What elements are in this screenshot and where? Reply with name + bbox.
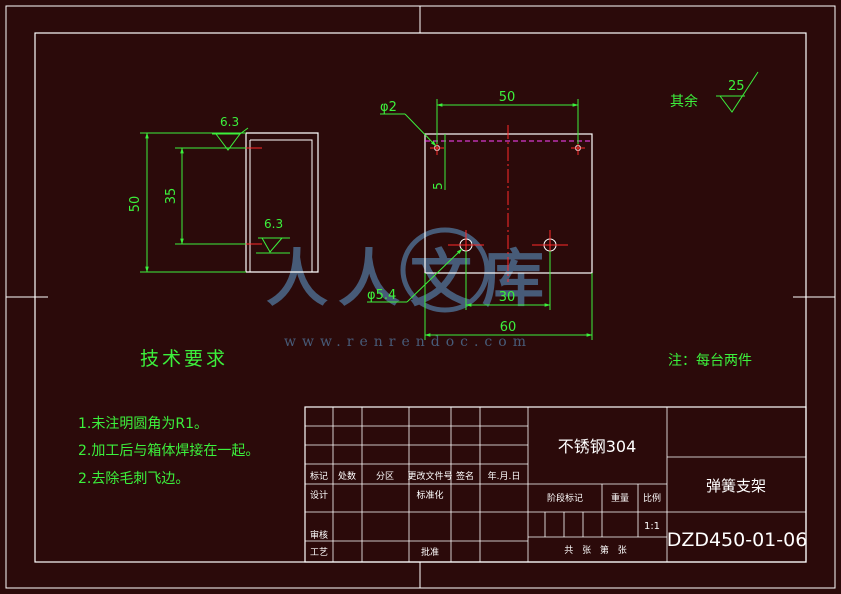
standardization-label: 标准化 — [416, 489, 443, 501]
revision-header-date: 年.月.日 — [488, 470, 521, 482]
stage-label: 阶段标记 — [547, 492, 583, 504]
revision-header-doc: 更改文件号 — [407, 470, 452, 482]
revision-header-sign: 签名 — [456, 470, 474, 482]
sheet-label: 共 张 第 张 — [564, 544, 630, 556]
process-label: 工艺 — [310, 547, 328, 558]
tech-req-title: 技术要求 — [140, 348, 228, 370]
large-hole-label: φ5.4 — [367, 288, 396, 303]
designer-label: 设计 — [310, 489, 328, 501]
revision-header-mark: 标记 — [310, 470, 328, 482]
scale-value: 1:1 — [644, 521, 660, 532]
title-block-text: 标记 处数 分区 更改文件号 签名 年.月.日 设计 标准化 审核 工艺 批准 … — [310, 437, 807, 558]
watermark-url: www.renrendoc.com — [284, 334, 532, 350]
tech-req-item-2: 2.加工后与箱体焊接在一起。 — [78, 442, 259, 459]
tech-req-item-1: 1.未注明圆角为R1。 — [78, 416, 208, 432]
front-view: 50 5 φ2 φ5.4 30 60 — [367, 90, 593, 340]
reviewer-label: 审核 — [310, 529, 328, 541]
drawing-number: DZD450-01-06 — [667, 529, 808, 551]
technical-requirements: 技术要求 1.未注明圆角为R1。 2.加工后与箱体焊接在一起。 2.去除毛刺飞边… — [78, 348, 259, 487]
roughness-other-label: 其余 — [670, 93, 698, 110]
small-hole-label: φ2 — [380, 100, 397, 115]
approval-label: 批准 — [421, 546, 439, 558]
title-block — [304, 406, 807, 563]
weight-label: 重量 — [611, 492, 629, 504]
dim-top-width: 50 — [499, 90, 516, 105]
roughness-bottom: 6.3 — [264, 217, 283, 231]
roughness-other-value: 25 — [728, 79, 745, 94]
dim-hole-spacing: 30 — [499, 290, 516, 305]
revision-header-count: 处数 — [338, 470, 356, 482]
revision-header-zone: 分区 — [376, 471, 394, 482]
quantity-note: 注：每台两件 — [668, 353, 752, 369]
material: 不锈钢304 — [558, 437, 637, 456]
scale-label: 比例 — [643, 492, 661, 504]
dim-overall-width: 60 — [500, 320, 517, 335]
roughness-other: 其余 25 — [670, 71, 759, 113]
roughness-top: 6.3 — [220, 115, 239, 129]
dim-overall-height: 50 — [128, 196, 143, 213]
tech-req-item-3: 2.去除毛刺飞边。 — [78, 471, 189, 487]
part-name: 弹簧支架 — [706, 477, 766, 495]
side-view: 50 35 6.3 6.3 — [128, 115, 319, 273]
watermark: 人人文库 www.renrendoc.com — [266, 227, 544, 350]
dim-inner-height: 35 — [164, 188, 179, 205]
dim-edge-offset: 5 — [431, 182, 445, 190]
